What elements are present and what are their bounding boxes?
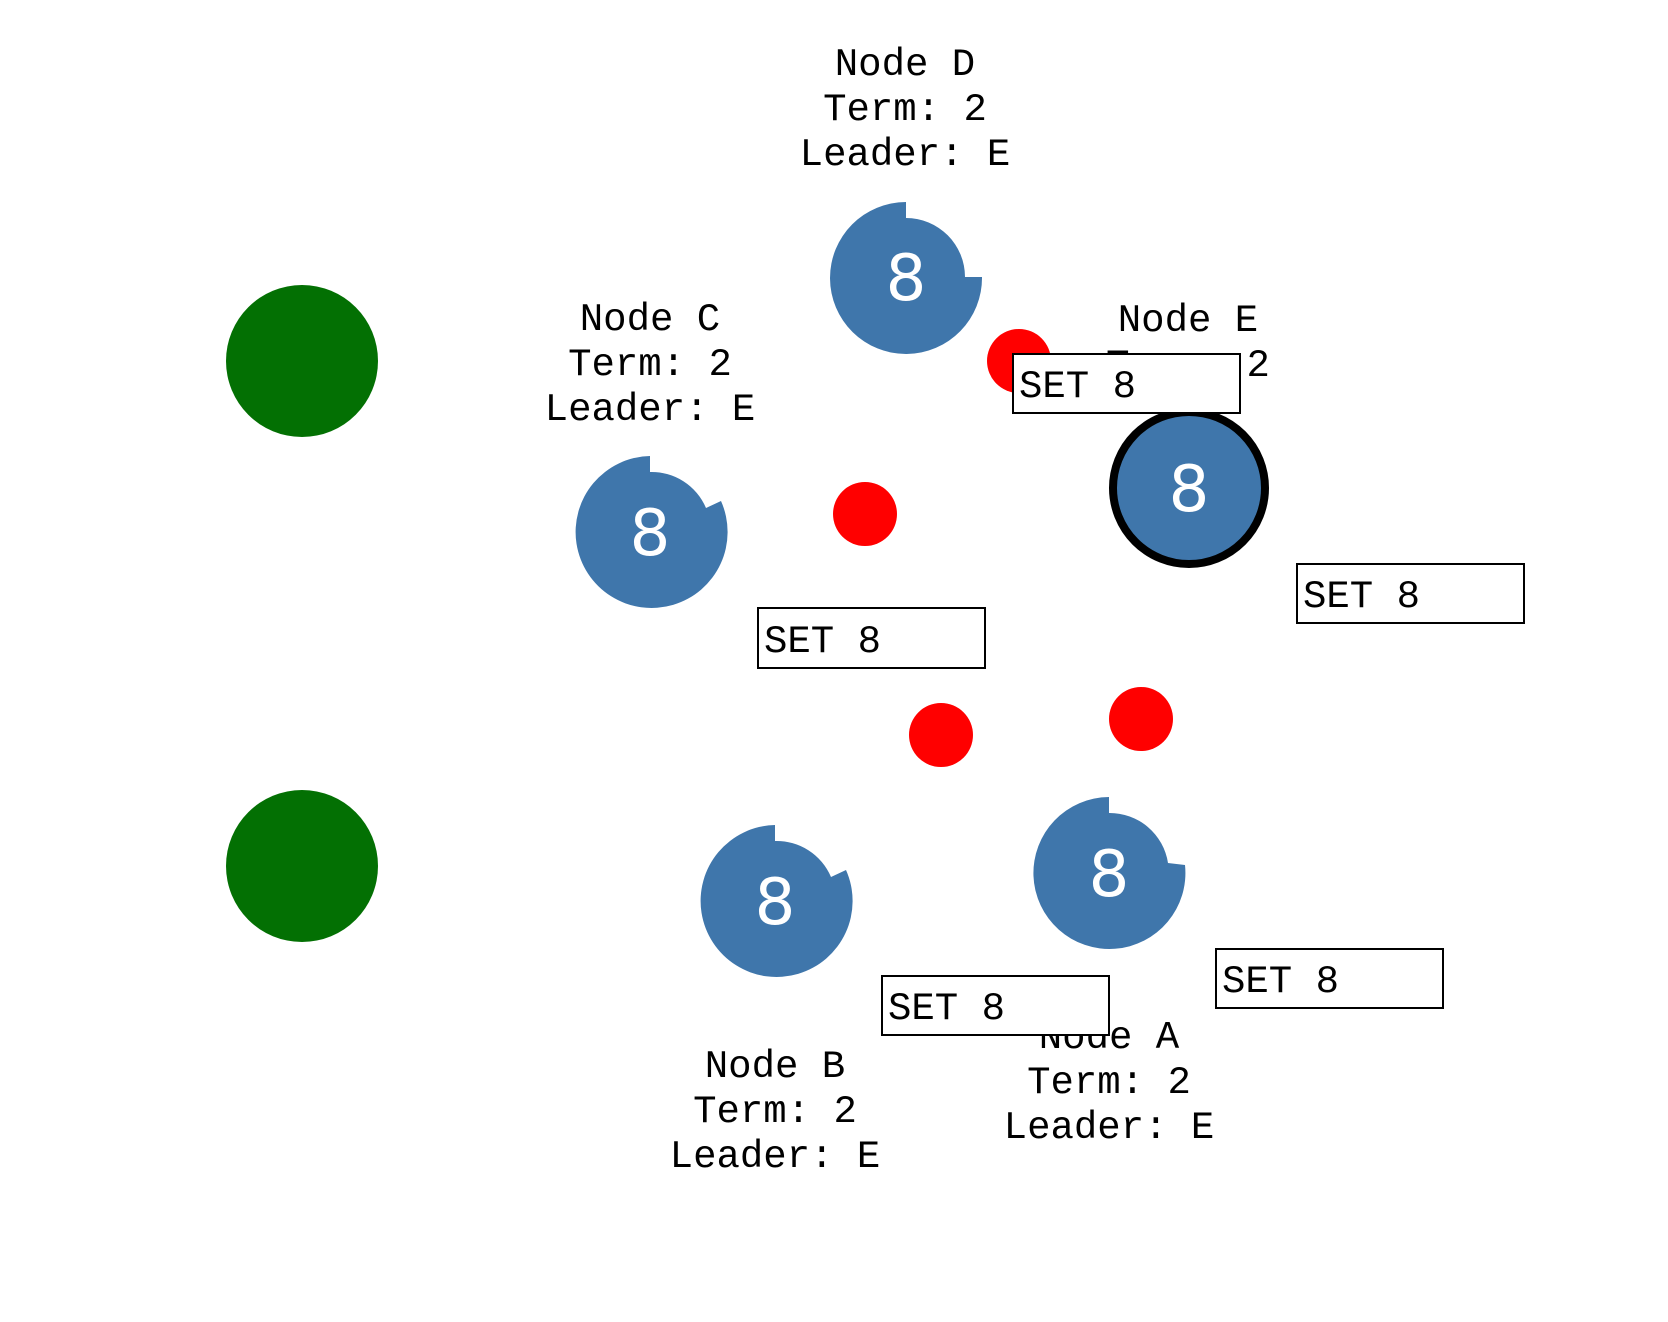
node-c-value: 8: [630, 497, 671, 571]
node-c: Node C Term: 2 Leader: E 8: [545, 298, 756, 608]
node-a-value: 8: [1089, 838, 1130, 912]
message-text: SET 8: [1222, 960, 1339, 1004]
node-e-value: 8: [1169, 453, 1210, 527]
message-text: SET 8: [888, 987, 1005, 1031]
node-e: Node E Term: 2 8: [1106, 299, 1270, 568]
message-box-frame: [1012, 353, 1241, 414]
message-dot: [833, 482, 897, 546]
node-b-value: 8: [755, 866, 796, 940]
node-d: Node D Term: 2 Leader: E 8: [800, 43, 1011, 355]
message-box-frame: [881, 975, 1110, 1036]
node-d-value: 8: [886, 242, 927, 316]
message-box: SET 8: [757, 607, 986, 669]
message-box-frame: [1296, 563, 1525, 624]
node-b-leader: Leader: E: [670, 1135, 881, 1179]
client-circle: [226, 285, 378, 437]
message-text: SET 8: [1303, 575, 1420, 619]
node-a-circle: [1033, 797, 1186, 949]
node-d-name: Node D: [835, 43, 975, 87]
node-c-name: Node C: [580, 298, 720, 342]
node-a-term: Term: 2: [1027, 1061, 1191, 1105]
node-b: 8 Node B Term: 2 Leader: E: [670, 825, 881, 1179]
message-dot: [1109, 687, 1173, 751]
message-text: SET 8: [764, 620, 881, 664]
message-dot: [909, 703, 973, 767]
message-box: SET 8: [1012, 353, 1241, 414]
node-d-term: Term: 2: [823, 88, 987, 132]
node-a-leader: Leader: E: [1004, 1106, 1215, 1150]
node-d-circle: [830, 202, 983, 355]
message-box-frame: [1215, 948, 1444, 1009]
message-box: SET 8: [1296, 563, 1525, 624]
node-b-circle: [700, 825, 853, 977]
node-b-term: Term: 2: [693, 1090, 857, 1134]
node-a: 8 Node A Term: 2 Leader: E: [1004, 797, 1215, 1150]
node-e-name: Node E: [1118, 299, 1258, 343]
message-box: SET 8: [1215, 948, 1444, 1009]
message-box-frame: [757, 607, 986, 669]
node-b-name: Node B: [705, 1045, 845, 1089]
message-box: SET 8: [881, 975, 1110, 1036]
node-d-leader: Leader: E: [800, 133, 1011, 177]
node-c-circle: [575, 456, 728, 608]
node-c-term: Term: 2: [568, 343, 732, 387]
node-c-leader: Leader: E: [545, 388, 756, 432]
message-text: SET 8: [1019, 365, 1136, 409]
client-circle: [226, 790, 378, 942]
